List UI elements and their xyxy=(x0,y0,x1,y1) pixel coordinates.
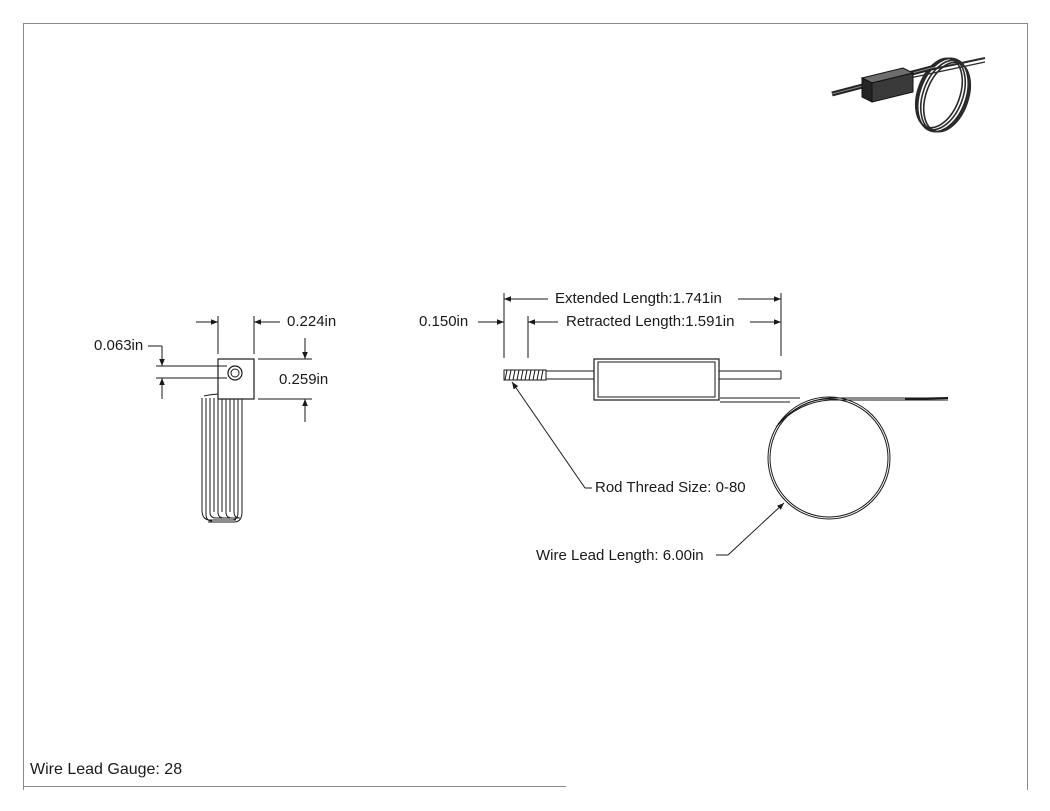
side-view xyxy=(148,316,312,523)
dim-extended-length xyxy=(503,293,782,358)
rod-thread xyxy=(503,369,547,381)
thumbnail-body xyxy=(860,67,915,103)
side-view-rod-hole xyxy=(227,365,243,381)
title-block-line xyxy=(23,786,566,787)
wire-lead-length-callout: Wire Lead Length: 6.00in xyxy=(536,547,704,564)
isometric-thumbnail xyxy=(831,57,986,133)
dim-retracted-length-label: Retracted Length:1.591in xyxy=(566,313,735,330)
dim-extended-length-label: Extended Length:1.741in xyxy=(555,290,722,307)
wire-coil xyxy=(720,396,948,520)
actuator-body xyxy=(593,358,720,401)
dim-rod-offset-label: 0.063in xyxy=(94,337,144,354)
front-view xyxy=(478,293,949,556)
wire-gauge-note: Wire Lead Gauge: 28 xyxy=(30,761,183,778)
dim-height-label: 0.259in xyxy=(279,371,329,388)
rod-thread-callout: Rod Thread Size: 0-80 xyxy=(595,479,746,496)
side-view-body xyxy=(217,358,255,400)
leader-rod-thread xyxy=(511,381,592,489)
dim-width-label: 0.224in xyxy=(287,313,337,330)
sheet-border xyxy=(23,23,1028,790)
dim-retracted-length xyxy=(527,316,781,358)
thumbnail-wire-coil xyxy=(904,57,986,133)
dim-height xyxy=(258,338,312,422)
leader-wire-lead xyxy=(716,502,785,556)
wire-lead-tail xyxy=(904,397,949,400)
side-view-wire-bundle xyxy=(201,393,245,523)
dim-rod-stub-label: 0.150in xyxy=(419,313,469,330)
dim-width xyxy=(196,316,280,354)
dim-rod-offset xyxy=(148,345,227,399)
